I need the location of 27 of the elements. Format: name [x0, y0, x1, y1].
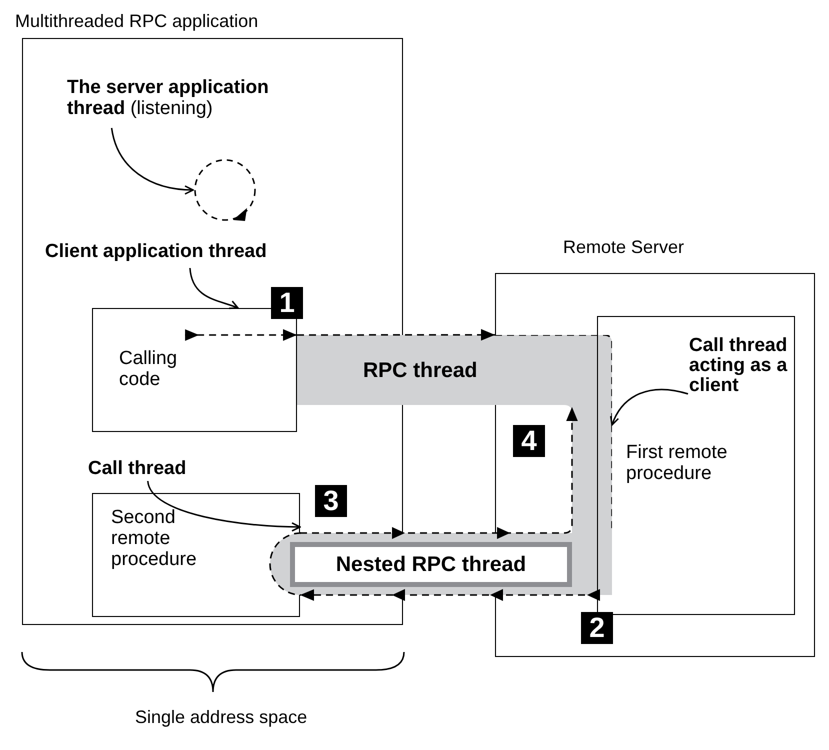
thread-flow-arrow	[300, 407, 578, 539]
thread-flow-arrow	[300, 588, 600, 601]
node-text: The server application thread (listening)	[67, 78, 270, 120]
pointer-arrow	[610, 388, 688, 426]
frame-heading: Remote Server	[563, 236, 684, 259]
pointer-arrow	[110, 128, 194, 194]
band-label: RPC thread	[363, 358, 478, 384]
callout-number: 4	[513, 425, 545, 457]
callout-number: 1	[271, 287, 303, 319]
pointer-arrow	[189, 268, 239, 310]
node-text: Call thread acting as a client	[689, 336, 788, 396]
band-label: Nested RPC thread	[336, 552, 526, 578]
node-text: Second remote procedure	[111, 508, 198, 571]
caption-text: Single address space	[135, 706, 308, 729]
node-text: Call thread	[88, 457, 188, 481]
node-text: First remote procedure	[626, 443, 728, 485]
dashed-loop-circle	[193, 158, 257, 222]
callout-number: 2	[581, 612, 613, 644]
frame-heading: Multithreaded RPC application	[15, 10, 258, 33]
node-text: Calling code	[119, 349, 178, 391]
node-text: Client application thread	[45, 240, 268, 264]
procedure-box	[597, 316, 795, 615]
procedure-box	[92, 493, 300, 617]
thread-flow-arrow	[297, 329, 495, 341]
pointer-arrow	[147, 480, 301, 532]
callout-number: 3	[315, 485, 347, 517]
thread-flow-arrow	[185, 329, 297, 341]
